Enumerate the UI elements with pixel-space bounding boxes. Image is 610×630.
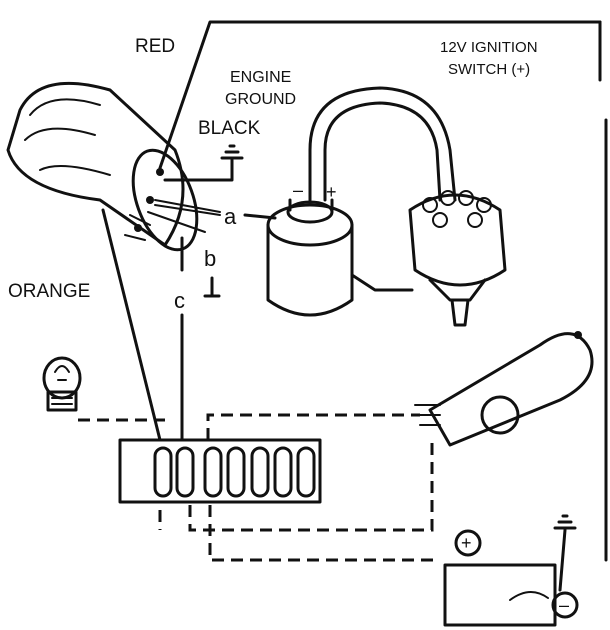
black-wire <box>163 158 234 182</box>
ground-b-symbol <box>203 276 221 298</box>
engine-ground-symbol <box>220 144 244 160</box>
battery-plus-label: + <box>461 533 472 553</box>
wire-c-label: c <box>174 288 185 313</box>
orange-wire <box>101 208 162 442</box>
terminal-block <box>118 438 322 504</box>
ignition-switch <box>414 331 594 447</box>
battery-minus-label: – <box>559 595 569 615</box>
coil-lead <box>308 86 457 202</box>
orange-label: ORANGE <box>8 281 90 302</box>
wire-b <box>147 211 206 233</box>
wire-a-label: a <box>224 204 237 229</box>
coil-plus-label: + <box>326 182 337 202</box>
bulb-icon <box>42 356 82 412</box>
black-label: BLACK <box>198 118 261 139</box>
coil-to-distributor-wire <box>350 273 414 292</box>
distributor <box>408 190 507 327</box>
engine-ground-label-2: GROUND <box>225 91 296 108</box>
red-label: RED <box>135 36 175 57</box>
battery-ground-wire <box>558 528 567 592</box>
battery-ground-symbol <box>553 514 577 530</box>
coil-minus-label: – <box>293 180 303 200</box>
ignition-switch-label-2: SWITCH (+) <box>448 61 530 78</box>
red-wire <box>158 20 602 170</box>
wire-a <box>154 199 221 216</box>
wire-b-label: b <box>204 246 216 271</box>
engine-ground-label-1: ENGINE <box>230 69 291 86</box>
ignition-coil <box>266 198 354 317</box>
battery <box>443 529 579 627</box>
ignition-switch-label-1: 12V IGNITION <box>440 39 538 56</box>
